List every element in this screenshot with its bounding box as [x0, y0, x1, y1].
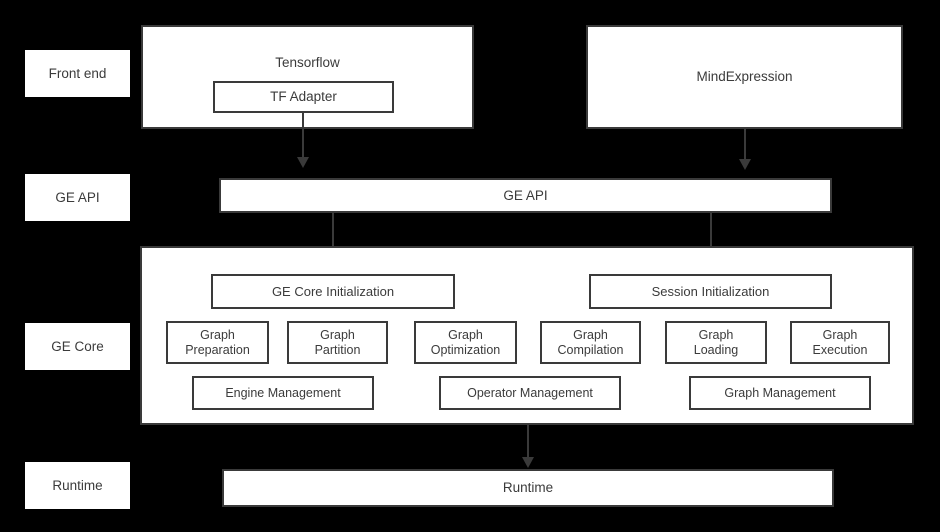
operator-management-box[interactable]: Operator Management	[439, 376, 621, 410]
tensorflow-title: Tensorflow	[275, 55, 340, 70]
stage-label-ge-core: GE Core	[25, 323, 130, 370]
connector-mindexpression-to-ge-api-line	[744, 129, 746, 161]
graph-management-box[interactable]: Graph Management	[689, 376, 871, 410]
graph-preparation-box[interactable]: Graph Preparation	[166, 321, 269, 364]
connector-tf-adapter-to-ge-api-line	[302, 113, 304, 159]
graph-loading-box[interactable]: Graph Loading	[665, 321, 767, 364]
connector-tf-adapter-to-ge-api-arrowhead	[297, 157, 309, 168]
runtime-bar[interactable]: Runtime	[222, 469, 834, 507]
tensorflow-container: Tensorflow	[141, 25, 474, 129]
graph-execution-box[interactable]: Graph Execution	[790, 321, 890, 364]
ge-core-initialization-box[interactable]: GE Core Initialization	[211, 274, 455, 309]
session-initialization-box[interactable]: Session Initialization	[589, 274, 832, 309]
engine-management-box[interactable]: Engine Management	[192, 376, 374, 410]
ge-api-bar[interactable]: GE API	[219, 178, 832, 213]
mindexpression-container[interactable]: MindExpression	[586, 25, 903, 129]
tf-adapter-box[interactable]: TF Adapter	[213, 81, 394, 113]
graph-compilation-box[interactable]: Graph Compilation	[540, 321, 641, 364]
graph-optimization-box[interactable]: Graph Optimization	[414, 321, 517, 364]
stage-label-runtime: Runtime	[25, 462, 130, 509]
stage-label-ge-api: GE API	[25, 174, 130, 221]
connector-ge-core-to-runtime-line	[527, 425, 529, 459]
graph-partition-box[interactable]: Graph Partition	[287, 321, 388, 364]
stage-label-front-end: Front end	[25, 50, 130, 97]
connector-mindexpression-to-ge-api-arrowhead	[739, 159, 751, 170]
connector-ge-core-to-runtime-arrowhead	[522, 457, 534, 468]
connector-ge-api-to-ge-core-init-line	[332, 213, 334, 259]
connector-ge-api-to-session-init-line	[710, 213, 712, 259]
